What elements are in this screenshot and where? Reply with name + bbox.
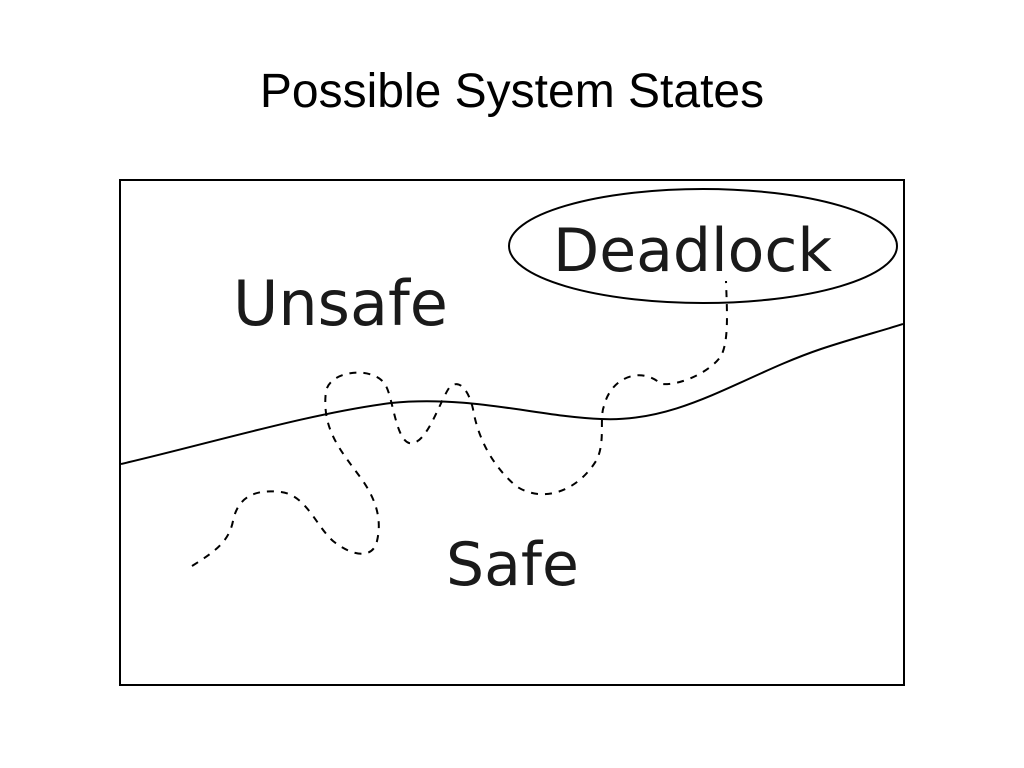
unsafe-label: Unsafe: [233, 267, 448, 340]
deadlock-label: Deadlock: [553, 216, 832, 286]
state-diagram: Unsafe Deadlock Safe: [121, 188, 903, 600]
slide-title: Possible System States: [259, 65, 765, 118]
deadlock-ellipse: [508, 188, 898, 304]
state-trajectory: [191, 280, 728, 567]
safe-label: Safe: [446, 530, 579, 600]
state-diagram-frame: Unsafe Deadlock Safe: [119, 179, 905, 686]
safe-unsafe-boundary: [121, 323, 903, 465]
